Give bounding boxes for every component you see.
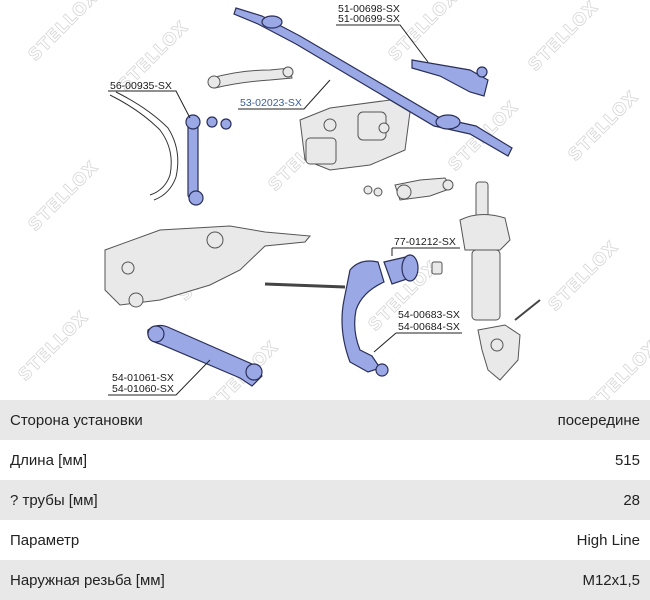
watermark: STELLOX bbox=[525, 0, 603, 75]
spec-value: High Line bbox=[576, 531, 640, 549]
background-components bbox=[104, 66, 541, 381]
spec-row: Длина [мм] 515 bbox=[0, 440, 650, 480]
steering-gear-bolt bbox=[378, 122, 390, 134]
label-bushing: 77-01212-SX bbox=[394, 236, 456, 248]
label-upper-arm-b: 54-00684-SX bbox=[398, 321, 460, 333]
pitman-arm-joint bbox=[442, 179, 454, 191]
mount-bolt bbox=[264, 282, 346, 289]
nut bbox=[373, 187, 383, 197]
spec-key: ? трубы [мм] bbox=[10, 491, 98, 509]
washer bbox=[431, 261, 443, 275]
stabilizer-link bbox=[187, 119, 199, 199]
spec-value: 515 bbox=[614, 451, 640, 469]
spec-key: Наружная резьба [мм] bbox=[10, 571, 165, 589]
upper-link-joint bbox=[207, 75, 221, 89]
spec-row: ? трубы [мм] 28 bbox=[0, 480, 650, 520]
subframe bbox=[104, 225, 311, 306]
upper-control-arm bbox=[341, 260, 385, 373]
stabilizer-bar-edge bbox=[115, 91, 179, 201]
spec-row: Наружная резьба [мм] M12x1,5 bbox=[0, 560, 650, 600]
spec-key: Длина [мм] bbox=[10, 451, 88, 469]
leader-bushing bbox=[391, 247, 460, 256]
watermark: STELLOX bbox=[25, 0, 103, 65]
label-tie-rod-end-b: 51-00699-SX bbox=[338, 13, 400, 25]
watermark: STELLOX bbox=[545, 237, 623, 315]
strut-body bbox=[471, 249, 501, 321]
bolt bbox=[514, 299, 541, 321]
watermark: STELLOX bbox=[15, 307, 93, 385]
tie-rod-end bbox=[411, 59, 489, 97]
leader-stabilizer-link bbox=[108, 90, 191, 119]
watermark: STELLOX bbox=[585, 337, 650, 400]
lower-arm-bushing bbox=[147, 325, 165, 343]
tie-rod-boot bbox=[261, 15, 283, 29]
spec-table: Сторона установки посередине Длина [мм] … bbox=[0, 400, 650, 600]
stabilizer-link-bottom bbox=[188, 190, 204, 206]
leader-tie-rod-assembly bbox=[238, 79, 331, 110]
leader-upper-arm bbox=[373, 332, 462, 353]
highlighted-parts bbox=[147, 7, 513, 387]
leader-lines bbox=[108, 24, 462, 396]
subframe-mount bbox=[128, 292, 144, 308]
label-lower-arm-b: 54-01060-SX bbox=[112, 383, 174, 395]
spec-value: 28 bbox=[623, 491, 640, 509]
lower-arm-ball-joint bbox=[245, 363, 263, 381]
label-tie-rod-end-a: 51-00698-SX bbox=[338, 3, 400, 15]
label-upper-arm-a: 54-00683-SX bbox=[398, 309, 460, 321]
steering-gear-housing bbox=[305, 137, 337, 165]
stabilizer-link-top bbox=[185, 114, 201, 130]
bushing-face bbox=[401, 254, 419, 282]
label-tie-rod-assembly: 53-02023-SX bbox=[240, 97, 302, 109]
upper-link bbox=[211, 67, 293, 89]
stabilizer-bar bbox=[109, 94, 172, 196]
spec-row: Параметр High Line bbox=[0, 520, 650, 560]
spec-key: Параметр bbox=[10, 531, 80, 549]
tie-rod-end-ball bbox=[476, 66, 488, 78]
spec-key: Сторона установки bbox=[10, 411, 143, 429]
suspension-diagram: STELLOX STELLOX STELLOX STELLOX STELLOX … bbox=[14, 0, 650, 400]
leader-tie-rod-end bbox=[336, 24, 429, 63]
tie-rod-boot bbox=[435, 114, 461, 130]
watermark: STELLOX bbox=[565, 87, 643, 165]
steering-gear-bolt bbox=[323, 118, 337, 132]
link-nut bbox=[206, 116, 218, 128]
upper-arm-ball-joint bbox=[375, 363, 389, 377]
pitman-arm-joint bbox=[396, 184, 412, 200]
spec-value: M12x1,5 bbox=[582, 571, 640, 589]
steering-knuckle bbox=[477, 324, 521, 381]
label-lower-arm-a: 54-01061-SX bbox=[112, 372, 174, 384]
label-stabilizer-link: 56-00935-SX bbox=[110, 80, 172, 92]
upper-link-joint bbox=[282, 66, 294, 78]
leader-lower-arm bbox=[108, 359, 211, 396]
knuckle-hub bbox=[490, 338, 504, 352]
spec-value: посередине bbox=[557, 411, 640, 429]
subframe-mount bbox=[121, 261, 135, 275]
diagram-canvas: STELLOX STELLOX STELLOX STELLOX STELLOX … bbox=[14, 0, 650, 400]
spec-row: Сторона установки посередине bbox=[0, 400, 650, 440]
strut-spring-seat bbox=[459, 214, 511, 251]
link-nut bbox=[220, 118, 232, 130]
part-labels: 51-00698-SX 51-00699-SX 56-00935-SX 53-0… bbox=[110, 3, 460, 395]
subframe-mount bbox=[206, 231, 224, 249]
watermark: STELLOX bbox=[25, 157, 103, 235]
nut bbox=[363, 185, 373, 195]
